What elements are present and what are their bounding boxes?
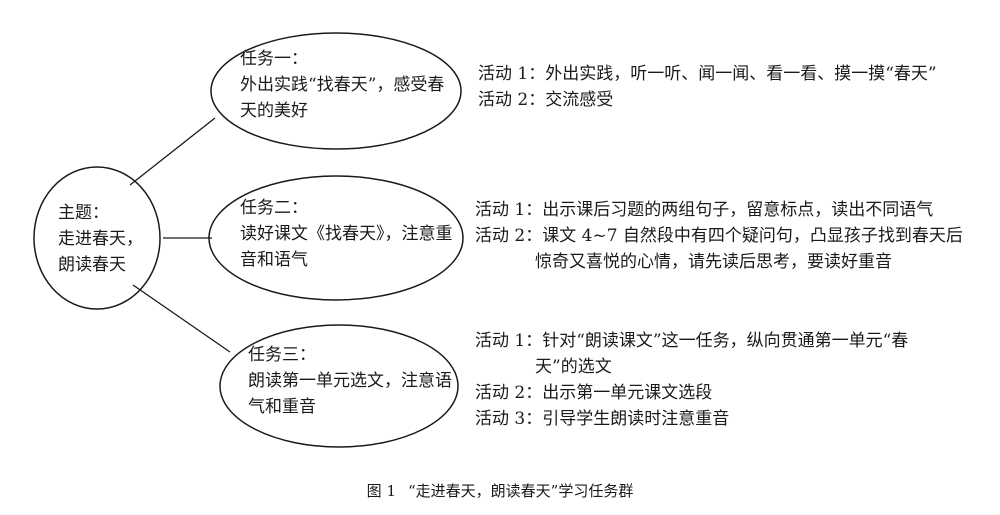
activity-item: 活动 2：交流感受 (478, 87, 937, 113)
activity-label: 活动 1： (475, 331, 543, 351)
activity-text: 天”的选文 (535, 357, 612, 377)
center-line: 朗读春天 (58, 255, 126, 275)
task-2-activities: 活动 1：出示课后习题的两组句子，留意标点，读出不同语气 活动 2：课文 4~7… (475, 197, 963, 275)
task-2-ellipse (208, 175, 464, 301)
activity-text: 出示第一单元课文选段 (542, 383, 713, 403)
activity-item: 活动 2：课文 4~7 自然段中有四个疑问句，凸显孩子找到春天后 (475, 223, 963, 249)
activity-text: 惊奇又喜悦的心情，请先读后思考，要读好重音 (535, 252, 892, 272)
activity-label: 活动 1： (478, 64, 546, 84)
task-3-ellipse (219, 324, 459, 448)
task-line: 任务二： (240, 198, 308, 218)
figure-title: “走进春天，朗读春天”学习任务群 (407, 482, 634, 500)
activity-text: 出示课后习题的两组句子，留意标点，读出不同语气 (542, 200, 934, 220)
task-line: 音和语气 (240, 250, 308, 270)
task-1-activities: 活动 1：外出实践，听一听、闻一闻、看一看、摸一摸“春天” 活动 2：交流感受 (478, 61, 937, 113)
activity-label: 活动 1： (475, 200, 543, 220)
center-node: 主题： 走进春天， 朗读春天 (58, 200, 143, 278)
task-line: 任务一： (240, 49, 308, 69)
task-3-node: 任务三： 朗读第一单元选文，注意语 气和重音 (248, 342, 452, 420)
activity-label: 活动 3： (475, 409, 543, 429)
task-1-node: 任务一： 外出实践“找春天”，感受春 天的美好 (240, 46, 444, 124)
task-1-ellipse (210, 32, 462, 150)
activity-item-continuation: 惊奇又喜悦的心情，请先读后思考，要读好重音 (475, 249, 963, 275)
activity-text: 针对“朗读课文”这一任务，纵向贯通第一单元“春 (542, 331, 909, 351)
connector-task-1 (129, 117, 216, 186)
activity-item: 活动 1：针对“朗读课文”这一任务，纵向贯通第一单元“春 (475, 328, 908, 354)
activity-item: 活动 2：出示第一单元课文选段 (475, 380, 908, 406)
task-line: 气和重音 (248, 397, 316, 417)
activity-label: 活动 2： (475, 226, 543, 246)
activity-text: 引导学生朗读时注意重音 (542, 409, 730, 429)
activity-item: 活动 1：外出实践，听一听、闻一闻、看一看、摸一摸“春天” (478, 61, 937, 87)
activity-label: 活动 2： (475, 383, 543, 403)
task-3-activities: 活动 1：针对“朗读课文”这一任务，纵向贯通第一单元“春 天”的选文 活动 2：… (475, 328, 908, 432)
task-line: 朗读第一单元选文，注意语 (248, 371, 452, 391)
activity-item-continuation: 天”的选文 (475, 354, 908, 380)
task-line: 读好课文《找春天》，注意重 (240, 224, 453, 244)
center-line: 走进春天， (58, 229, 143, 249)
center-line: 主题： (58, 203, 109, 223)
activity-label: 活动 2： (478, 90, 546, 110)
task-line: 任务三： (248, 345, 316, 365)
task-line: 天的美好 (240, 101, 308, 121)
center-ellipse (33, 166, 161, 310)
activity-text: 交流感受 (545, 90, 614, 110)
figure-caption: 图 1 “走进春天，朗读春天”学习任务群 (0, 480, 1000, 502)
activity-text: 课文 4~7 自然段中有四个疑问句，凸显孩子找到春天后 (542, 226, 963, 246)
figure-number: 图 1 (366, 482, 396, 500)
activity-item: 活动 1：出示课后习题的两组句子，留意标点，读出不同语气 (475, 197, 963, 223)
activity-item: 活动 3：引导学生朗读时注意重音 (475, 406, 908, 432)
task-2-node: 任务二： 读好课文《找春天》，注意重 音和语气 (240, 195, 453, 273)
activity-text: 外出实践，听一听、闻一闻、看一看、摸一摸“春天” (545, 64, 937, 84)
connector-task-3 (132, 284, 231, 353)
task-line: 外出实践“找春天”，感受春 (240, 75, 445, 95)
